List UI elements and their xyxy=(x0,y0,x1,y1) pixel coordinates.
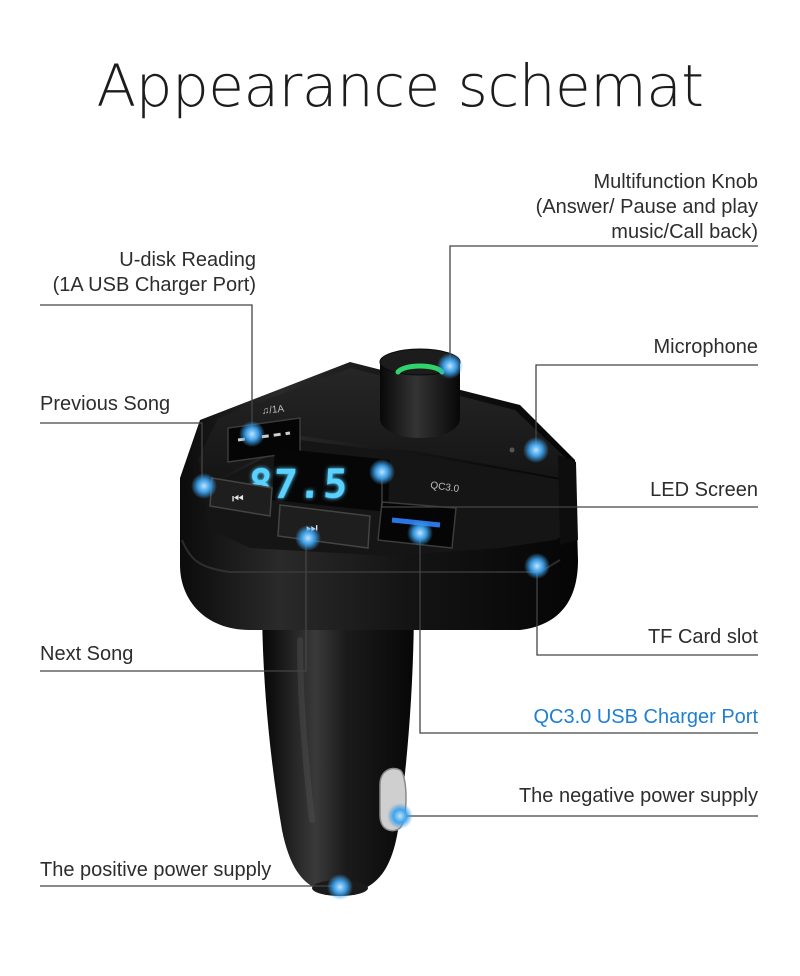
label-line: Microphone xyxy=(653,336,758,358)
label-line: (Answer/ Pause and play xyxy=(535,196,758,218)
label-line: Multifunction Knob xyxy=(593,171,758,193)
label-u-disk-reading: U-disk Reading (1A USB Charger Port) xyxy=(53,248,256,298)
label-line: Previous Song xyxy=(40,393,171,415)
led-screen: 87.5 xyxy=(246,448,390,512)
port-qc30-label: QC3.0 xyxy=(430,480,461,495)
label-led-screen: LED Screen xyxy=(650,478,758,503)
label-next-song: Next Song xyxy=(40,642,133,667)
plug-stem xyxy=(262,600,414,896)
port-1a-label: ♫/1A xyxy=(261,404,285,417)
label-line: QC3.0 USB Charger Port xyxy=(533,706,758,728)
previous-icon: ⏮ xyxy=(232,492,244,507)
leader-lines xyxy=(40,245,758,887)
label-multifunction-knob: Multifunction Knob (Answer/ Pause and pl… xyxy=(536,170,758,245)
label-previous-song: Previous Song xyxy=(40,392,170,417)
label-positive-power-supply: The positive power supply xyxy=(40,858,271,883)
label-line: music/Call back) xyxy=(611,221,758,243)
label-line: TF Card slot xyxy=(647,626,758,648)
label-line: Next Song xyxy=(40,643,134,665)
page-title: Appearance schemat xyxy=(96,52,704,120)
label-microphone: Microphone xyxy=(653,335,758,360)
label-line: LED Screen xyxy=(650,479,758,501)
previous-song-button: ⏮ xyxy=(209,477,273,517)
label-qc30-usb-charger-port: QC3.0 USB Charger Port xyxy=(533,705,758,730)
label-line: The positive power supply xyxy=(40,859,272,881)
callout-dots xyxy=(191,353,550,900)
label-line: The negative power supply xyxy=(518,785,758,807)
label-line: U-disk Reading xyxy=(119,249,256,271)
label-line: (1A USB Charger Port) xyxy=(52,274,256,296)
label-negative-power-supply: The negative power supply xyxy=(519,784,758,809)
microphone-hole xyxy=(509,447,515,453)
label-tf-card-slot: TF Card slot xyxy=(648,625,758,650)
